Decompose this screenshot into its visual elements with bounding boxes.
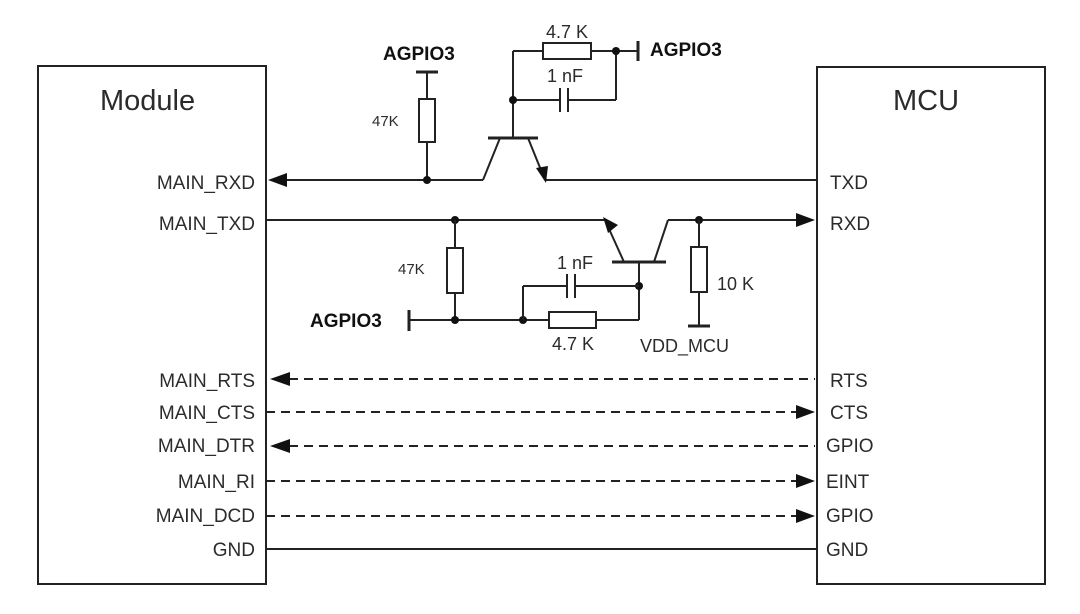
mcu-pin-cts: CTS (830, 403, 868, 424)
mcu-pin-gpio-2: GPIO (826, 506, 874, 527)
mcu-pin-rts: RTS (830, 371, 868, 392)
rts-line (270, 372, 815, 386)
mcu-pin-txd: TXD (830, 173, 868, 194)
bottom-pullup-value: 47K (398, 261, 425, 278)
mcu-title: MCU (893, 85, 959, 117)
rail-agpio3-top-right: AGPIO3 (650, 40, 722, 61)
cts-line (266, 405, 815, 419)
module-pin-ri: MAIN_RI (178, 472, 255, 493)
module-pin-rts: MAIN_RTS (159, 371, 255, 392)
top-transistor-emitter-arrow (536, 166, 548, 183)
mcu-pin-eint: EINT (826, 472, 870, 493)
top-resistor-value: 4.7 K (546, 22, 588, 42)
module-block (37, 65, 267, 585)
top-pullup-resistor (418, 98, 436, 143)
top-pullup-value: 47K (372, 113, 399, 130)
mcu-pin-gnd: GND (826, 540, 868, 561)
dtr-line (270, 439, 815, 453)
mcu-pin-gpio-1: GPIO (826, 436, 874, 457)
mcu-pullup-value: 10 K (717, 274, 754, 294)
module-pin-gnd: GND (213, 540, 255, 561)
rxd-mcu-arrow-head (796, 213, 815, 227)
mcu-pullup-resistor (690, 246, 708, 293)
mcu-pin-rxd: RXD (830, 214, 870, 235)
module-title: Module (100, 85, 195, 117)
module-pin-cts: MAIN_CTS (159, 403, 255, 424)
bottom-resistor-value: 4.7 K (552, 334, 594, 354)
mcu-block (816, 66, 1046, 585)
module-pin-dcd: MAIN_DCD (156, 506, 255, 527)
top-transistor-circuit (268, 41, 817, 187)
dcd-line (266, 509, 815, 523)
rail-agpio3-bottom: AGPIO3 (310, 311, 382, 332)
bottom-pullup-resistor (446, 247, 464, 294)
bottom-transistor-emitter-arrow (603, 217, 618, 233)
bottom-capacitor-value: 1 nF (557, 253, 593, 273)
module-pin-dtr: MAIN_DTR (158, 436, 255, 457)
bottom-resistor (548, 311, 597, 329)
top-capacitor-value: 1 nF (547, 66, 583, 86)
module-pin-rxd: MAIN_RXD (157, 173, 255, 194)
rail-vdd-mcu: VDD_MCU (640, 336, 729, 357)
rxd-arrow-head (268, 173, 287, 187)
module-pin-txd: MAIN_TXD (159, 214, 255, 235)
top-resistor (542, 42, 592, 60)
rail-agpio3-top-left: AGPIO3 (383, 44, 455, 65)
ri-line (266, 474, 815, 488)
bottom-transistor-circuit (266, 213, 815, 331)
